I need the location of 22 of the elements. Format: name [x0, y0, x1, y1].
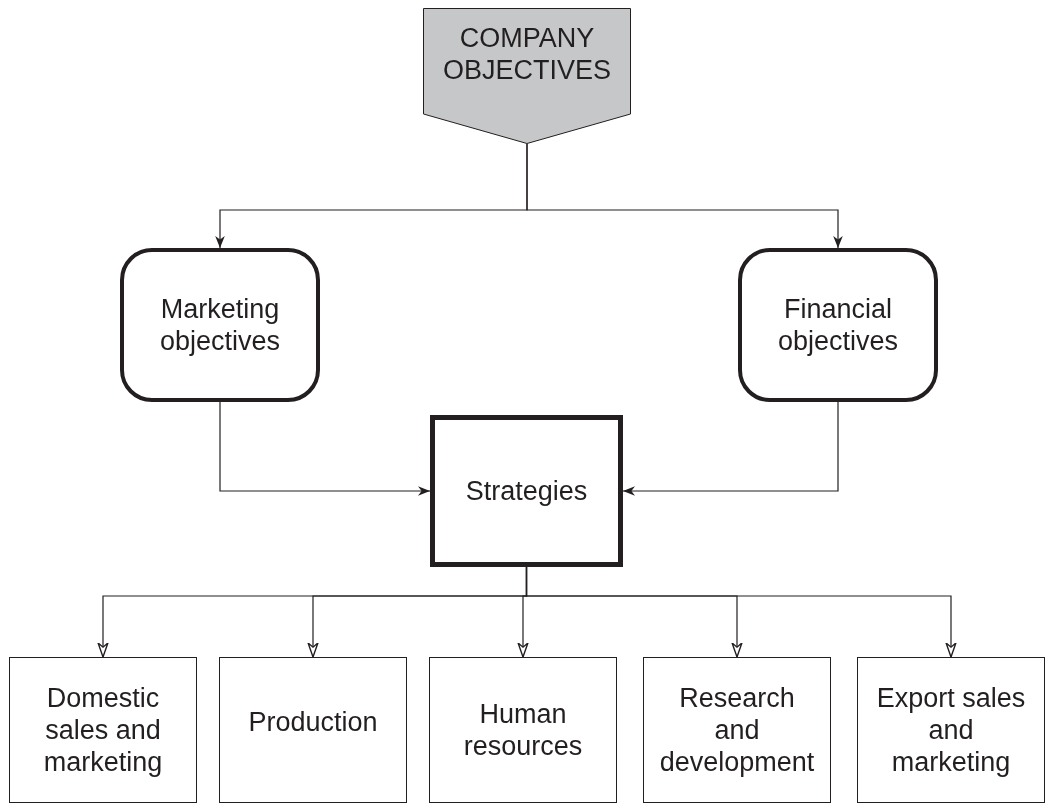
node-label: Human resources	[462, 698, 584, 762]
arrow	[525, 566, 957, 658]
process-box	[9, 657, 197, 803]
node-label: Research and development	[658, 682, 816, 778]
node-label: Financial objectives	[776, 293, 900, 357]
process-box	[857, 657, 1045, 803]
rounded-box	[738, 248, 938, 402]
rounded-box	[120, 248, 320, 402]
node-label: Production	[248, 706, 378, 738]
process-box	[219, 657, 407, 803]
arrow	[219, 401, 431, 496]
node-label: COMPANY OBJECTIVES	[441, 22, 612, 86]
process-box	[643, 657, 831, 803]
arrow	[526, 143, 843, 249]
node-label: Domestic sales and marketing	[42, 682, 164, 778]
process-box	[429, 657, 617, 803]
arrow	[622, 401, 839, 496]
process-box	[430, 415, 623, 567]
node-label: Marketing objectives	[158, 293, 282, 357]
node-label: Export sales and marketing	[875, 682, 1027, 778]
node-label: Strategies	[465, 475, 588, 507]
pentagon-box	[423, 8, 631, 144]
